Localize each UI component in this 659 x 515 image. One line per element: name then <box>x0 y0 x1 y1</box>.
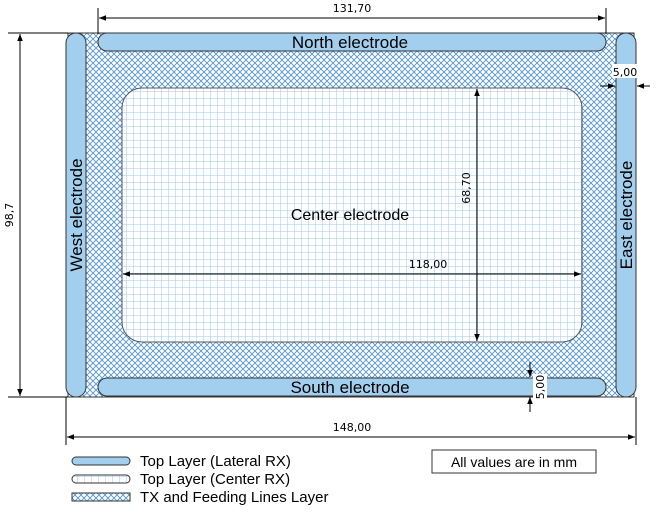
south-electrode <box>97 377 607 397</box>
dim-east-gap: 5,00 <box>613 66 638 79</box>
east-electrode-label: East electrode <box>617 161 636 270</box>
dim-center-height: 68,70 <box>460 172 473 204</box>
north-electrode <box>97 32 607 52</box>
legend-label: Top Layer (Center RX) <box>140 471 290 488</box>
units-note: All values are in mm <box>451 454 577 470</box>
units-note-box <box>431 449 597 474</box>
legend: Top Layer (Lateral RX) Top Layer (Center… <box>71 453 328 506</box>
dim-top-width: 131,70 <box>333 2 372 15</box>
south-electrode-label: South electrode <box>290 378 409 397</box>
legend-swatch-solid <box>71 456 131 466</box>
legend-label: TX and Feeding Lines Layer <box>140 489 328 506</box>
dim-total-height: 98,7 <box>3 203 16 228</box>
dim-south-gap: 5,00 <box>534 375 547 400</box>
dim-total-width: 148,00 <box>333 421 372 434</box>
east-electrode <box>615 32 637 398</box>
dimension-lines <box>8 8 650 445</box>
legend-label: Top Layer (Lateral RX) <box>140 453 291 470</box>
north-electrode-label: North electrode <box>292 33 408 52</box>
dim-center-width: 118,00 <box>409 258 448 271</box>
center-electrode-label: Center electrode <box>291 207 409 224</box>
center-electrode <box>121 87 583 343</box>
west-electrode-label: West electrode <box>67 158 86 271</box>
west-electrode <box>65 32 87 398</box>
legend-swatch-crosshatch <box>71 492 131 502</box>
legend-swatch-grid <box>71 474 131 484</box>
